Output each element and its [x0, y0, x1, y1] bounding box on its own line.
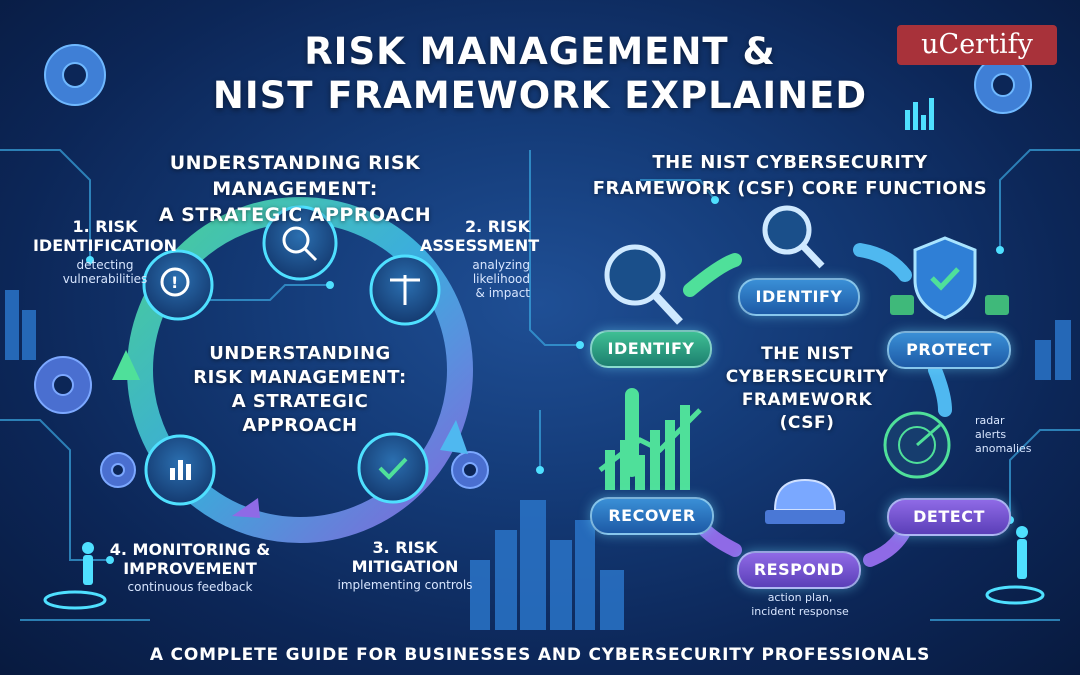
- identify-pill-top: IDENTIFY: [738, 278, 860, 316]
- right-heading-line1: THE NIST CYBERSECURITY: [652, 152, 928, 173]
- growth-chart-icon: [598, 405, 702, 490]
- gear-icon: [34, 356, 489, 489]
- right-section-heading: THE NIST CYBERSECURITY FRAMEWORK (CSF) C…: [580, 150, 1000, 202]
- detect-note: alerts: [975, 428, 1007, 441]
- main-title-line1: RISK MANAGEMENT &: [304, 30, 776, 73]
- step-desc: & impact: [475, 286, 530, 300]
- circuit-nodes: [86, 196, 1014, 564]
- scales-icon: [369, 254, 441, 326]
- step-risk-mitigation: 3. RISK MITIGATION implementing controls: [330, 538, 480, 592]
- respond-pill: RESPOND: [737, 551, 861, 589]
- magnifier-chart-icon: [262, 205, 338, 281]
- detect-notes: radar alerts anomalies: [975, 414, 1065, 456]
- respond-note: incident response: [751, 605, 849, 618]
- identify-pill: IDENTIFY: [590, 330, 712, 368]
- step-desc: vulnerabilities: [62, 272, 148, 286]
- center-line: UNDERSTANDING: [209, 343, 391, 364]
- step-desc: continuous feedback: [127, 580, 253, 594]
- center-line: THE NIST: [761, 344, 853, 364]
- step-desc: likelihood: [472, 272, 530, 286]
- left-heading-line1: UNDERSTANDING RISK MANAGEMENT:: [169, 152, 421, 200]
- left-heading-line2: A STRATEGIC APPROACH: [158, 204, 432, 226]
- person-figures: [43, 526, 1045, 610]
- center-line: FRAMEWORK: [741, 390, 873, 410]
- step-title: IMPROVEMENT: [123, 559, 257, 578]
- detect-note: radar: [975, 414, 1005, 427]
- center-line: A STRATEGIC: [231, 391, 369, 412]
- detect-pill: DETECT: [887, 498, 1011, 536]
- city-skyline: [5, 290, 1071, 630]
- step-desc: detecting: [76, 258, 134, 272]
- siren-icon: [765, 478, 845, 524]
- radar-icon: [883, 411, 951, 479]
- padlock-icon: [890, 295, 1009, 315]
- risk-cycle-center-text: UNDERSTANDING RISK MANAGEMENT: A STRATEG…: [185, 342, 415, 438]
- circuit-traces: [0, 149, 1080, 621]
- detect-note: anomalies: [975, 442, 1032, 455]
- magnifier-chart-icon: [762, 205, 825, 269]
- bar-chart-decoration: [905, 98, 934, 130]
- gear-icon: [974, 56, 1032, 114]
- right-heading-line2: FRAMEWORK (CSF) CORE FUNCTIONS: [592, 178, 988, 199]
- step-risk-identification: 1. RISK IDENTIFICATION detecting vulnera…: [20, 217, 190, 286]
- protect-pill: PROTECT: [887, 331, 1011, 369]
- step-title: ASSESSMENT: [420, 236, 540, 255]
- step-title: MITIGATION: [351, 557, 459, 576]
- center-line: CYBERSECURITY: [725, 367, 889, 387]
- step-monitoring-improvement: 4. MONITORING & IMPROVEMENT continuous f…: [105, 540, 275, 594]
- shield-check-icon: [913, 236, 977, 320]
- step-risk-assessment: 2. RISK ASSESSMENT analyzing likelihood …: [420, 217, 540, 300]
- center-line: RISK MANAGEMENT:: [193, 367, 407, 388]
- checkmark-gear-icon: [357, 432, 429, 504]
- svg-text:!: !: [171, 273, 178, 292]
- center-line: APPROACH: [242, 415, 358, 436]
- step-title: 2. RISK: [465, 217, 530, 236]
- footer-tagline: A COMPLETE GUIDE FOR BUSINESSES AND CYBE…: [149, 645, 931, 665]
- step-title: IDENTIFICATION: [32, 236, 178, 255]
- left-section-heading: UNDERSTANDING RISK MANAGEMENT: A STRATEG…: [95, 150, 495, 228]
- nist-center-text: THE NIST CYBERSECURITY FRAMEWORK (CSF): [712, 343, 902, 435]
- step-title: 3. RISK: [372, 538, 438, 557]
- refresh-chart-icon: [144, 434, 216, 506]
- center-line: (CSF): [779, 413, 835, 433]
- respond-note: action plan,: [767, 591, 833, 604]
- warning-magnifier-icon: !: [142, 249, 214, 321]
- recover-pill: RECOVER: [590, 497, 714, 535]
- magnifier-chart-icon: [604, 244, 683, 325]
- ucertify-logo: uCertify: [897, 25, 1057, 65]
- step-desc: implementing controls: [337, 578, 473, 592]
- gear-icon: [44, 44, 106, 106]
- respond-notes: action plan, incident response: [720, 591, 880, 619]
- main-title-line2: NIST FRAMEWORK EXPLAINED: [212, 74, 868, 117]
- step-title: 4. MONITORING &: [109, 540, 271, 559]
- step-desc: analyzing: [472, 258, 530, 272]
- step-title: 1. RISK: [72, 217, 138, 236]
